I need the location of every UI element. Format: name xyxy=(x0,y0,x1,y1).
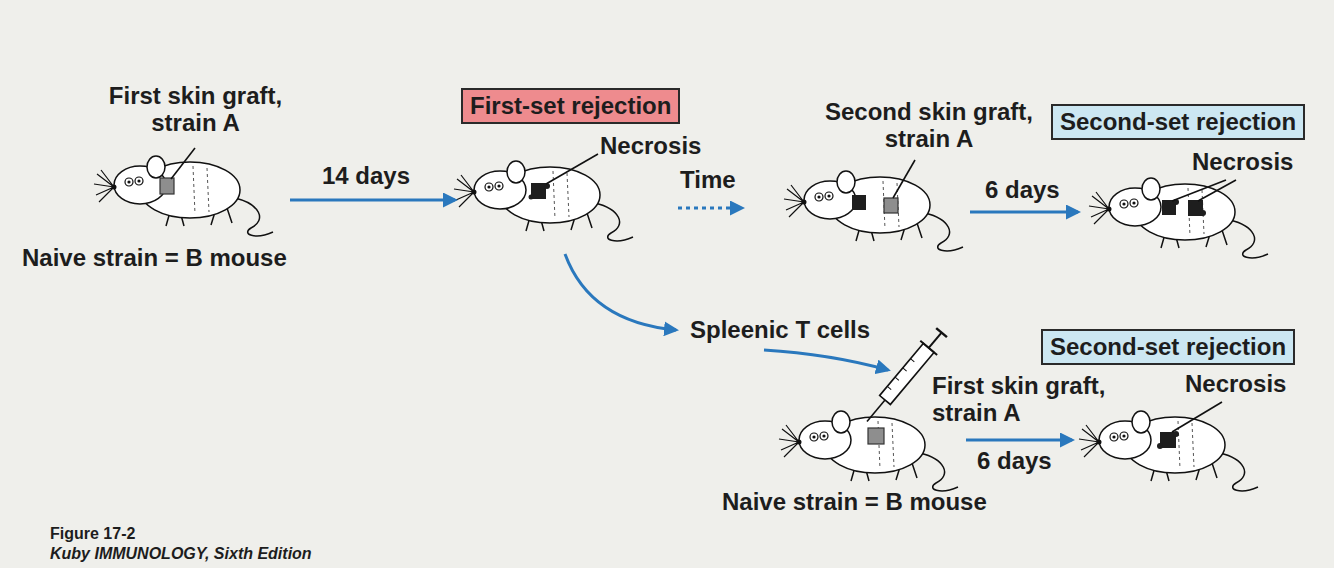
mouse-b xyxy=(779,411,958,491)
skin-graft xyxy=(868,428,884,444)
necrosis-label: Necrosis xyxy=(1192,148,1293,175)
box-title: Second-set rejection xyxy=(1060,108,1296,135)
strain-label: Naive strain = B mouse xyxy=(722,488,987,515)
necrosis-label: Necrosis xyxy=(600,132,701,159)
time-label: Time xyxy=(680,166,736,193)
graft-label: First skin graft, strain A xyxy=(83,82,308,136)
duration-label: 6 days xyxy=(985,176,1060,203)
skin-graft xyxy=(160,178,174,194)
mouse-b xyxy=(1089,178,1268,258)
duration-label: 14 days xyxy=(322,162,410,189)
leader-line xyxy=(171,148,1236,432)
second-set-box: Second-set rejection xyxy=(1051,104,1305,140)
first-set-box: First-set rejection xyxy=(461,88,680,124)
mouse-b xyxy=(1079,411,1258,491)
box-title: Second-set rejection xyxy=(1050,333,1286,360)
necrotic-graft xyxy=(852,195,866,210)
figure-number: Figure 17-2 xyxy=(50,524,135,544)
strain-label: Naive strain = B mouse xyxy=(22,244,287,271)
second-set-box: Second-set rejection xyxy=(1041,329,1295,365)
source-credit: Kuby IMMUNOLOGY, Sixth Edition xyxy=(50,544,312,564)
necrotic-graft xyxy=(1162,199,1206,216)
skin-graft xyxy=(884,198,898,213)
duration-label: 6 days xyxy=(977,447,1052,474)
necrotic-graft xyxy=(529,183,551,200)
mouse-b xyxy=(454,161,633,241)
mouse-b xyxy=(784,171,963,251)
cell-label: Spleenic T cells xyxy=(690,316,870,343)
mouse-b xyxy=(94,156,273,236)
graft-label: Second skin graft, strain A xyxy=(804,98,1054,152)
box-title: First-set rejection xyxy=(470,92,671,119)
necrotic-graft xyxy=(1157,431,1179,449)
graft-label: First skin graft, strain A xyxy=(932,372,1147,426)
necrosis-label: Necrosis xyxy=(1185,370,1286,397)
